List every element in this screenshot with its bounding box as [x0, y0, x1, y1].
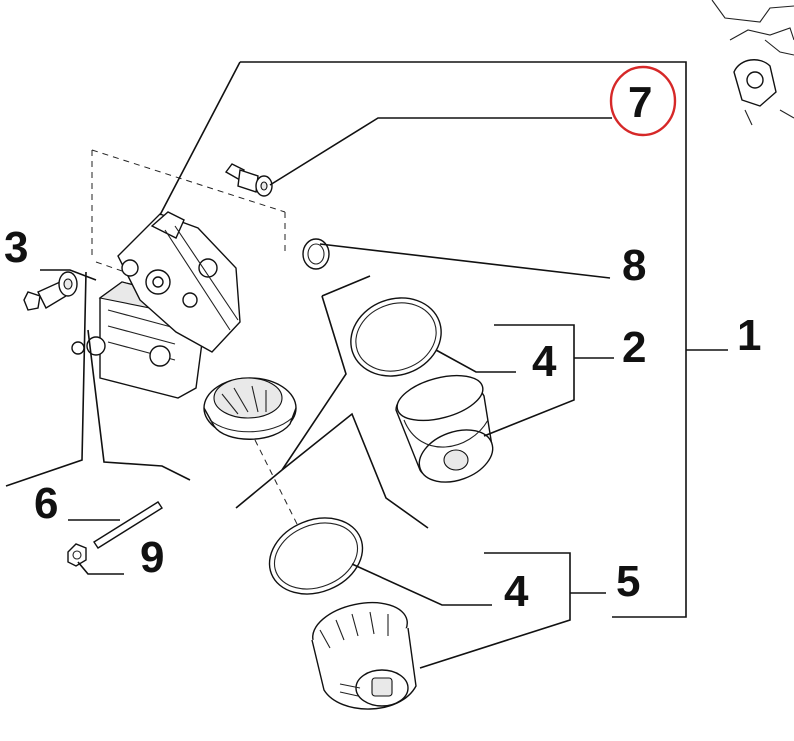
- callout-4-lower: 4: [504, 567, 529, 616]
- callout-1: 1: [737, 311, 761, 360]
- pin-part-6: [93, 501, 163, 549]
- filter-cap: [311, 601, 417, 710]
- seal-ring-part-4-upper: [350, 297, 442, 377]
- engine-fragment-illustration: [711, 0, 794, 126]
- callout-7: 7: [628, 78, 652, 127]
- callout-6: 6: [34, 479, 58, 528]
- callout-3: 3: [4, 223, 28, 272]
- filter-housing-assembly: [71, 211, 297, 440]
- dashed-guide-lines: [91, 149, 326, 581]
- callout-2: 2: [622, 323, 646, 372]
- filter-cartridge: [395, 374, 494, 483]
- sensor-part-7: [224, 163, 273, 197]
- nut-part-9: [67, 543, 87, 567]
- seal-ring-part-4-lower: [268, 517, 364, 595]
- leader-lines: [5, 61, 728, 669]
- highlight-circle-callout-7: [609, 65, 677, 137]
- callout-5: 5: [616, 557, 640, 606]
- callout-4-upper: 4: [532, 337, 557, 386]
- callout-9: 9: [140, 533, 164, 582]
- callout-8: 8: [622, 241, 646, 290]
- sensor-part-3: [23, 271, 78, 311]
- o-ring-part-8: [302, 238, 330, 270]
